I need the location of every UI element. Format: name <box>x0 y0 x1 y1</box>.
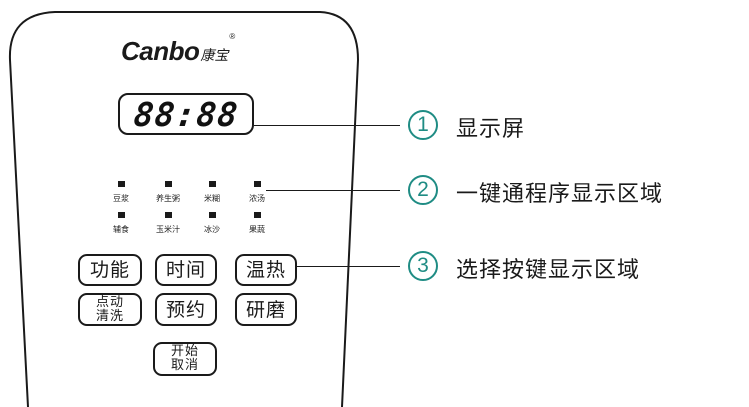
indicator-led <box>164 212 172 218</box>
program-label: 玉米汁 <box>156 225 180 234</box>
start-cancel-label-line2: 取消 <box>170 358 199 373</box>
program-label: 养生粥 <box>156 194 180 203</box>
brand-latin: Canbo <box>121 36 200 66</box>
program-indicator-fruit-veg[interactable]: 果蔬 <box>232 212 282 235</box>
indicator-led <box>208 212 216 218</box>
warm-button-label: 温热 <box>245 259 286 281</box>
program-indicator-porridge[interactable]: 养生粥 <box>143 181 193 204</box>
function-button[interactable]: 功能 <box>78 254 142 286</box>
function-button-label: 功能 <box>89 259 130 281</box>
program-indicator-baby-food[interactable]: 辅食 <box>96 212 146 235</box>
program-indicator-smoothie[interactable]: 冰沙 <box>187 212 237 235</box>
display-digits: 88:88 <box>131 94 241 134</box>
indicator-led <box>253 181 261 187</box>
grind-button[interactable]: 研磨 <box>235 293 297 326</box>
indicator-led <box>164 181 172 187</box>
grind-button-label: 研磨 <box>245 298 286 321</box>
program-indicator-corn-juice[interactable]: 玉米汁 <box>143 212 193 235</box>
indicator-led <box>253 212 261 218</box>
reserve-button[interactable]: 预约 <box>155 293 217 326</box>
pulse-clean-label-line1: 点动 <box>95 294 124 310</box>
indicator-led <box>117 212 125 218</box>
display-screen: 88:88 <box>118 93 254 135</box>
program-label: 辅食 <box>113 225 129 234</box>
time-button[interactable]: 时间 <box>155 254 217 286</box>
program-indicator-thick-soup[interactable]: 浓汤 <box>232 181 282 204</box>
registered-mark: ® <box>229 32 236 41</box>
warm-button[interactable]: 温热 <box>235 254 297 286</box>
time-button-label: 时间 <box>165 259 206 281</box>
callout-line-keys <box>297 266 400 267</box>
callout-label-programs: 一键通程序显示区域 <box>456 182 664 207</box>
pulse-clean-button[interactable]: 点动 清洗 <box>78 293 142 326</box>
callout-label-display: 显示屏 <box>456 117 526 142</box>
start-cancel-label-line1: 开始 <box>170 344 199 359</box>
program-indicator-rice-paste[interactable]: 米糊 <box>187 181 237 204</box>
callout-line-display <box>254 125 400 126</box>
reserve-button-label: 预约 <box>165 298 206 321</box>
program-indicator-soy-milk[interactable]: 豆浆 <box>96 181 146 204</box>
brand-logo: Canbo康宝® <box>121 32 235 67</box>
start-cancel-button[interactable]: 开始 取消 <box>153 342 217 376</box>
pulse-clean-label-line2: 清洗 <box>95 308 124 324</box>
program-label: 米糊 <box>204 194 220 203</box>
indicator-led <box>208 181 216 187</box>
program-label: 冰沙 <box>204 225 220 234</box>
program-label: 浓汤 <box>249 194 265 203</box>
program-label: 豆浆 <box>113 194 129 203</box>
callout-number-2: 2 <box>408 175 438 205</box>
program-label: 果蔬 <box>249 225 265 234</box>
callout-label-keys: 选择按键显示区域 <box>456 258 641 283</box>
callout-number-1: 1 <box>408 110 438 140</box>
callout-line-programs <box>266 190 400 191</box>
brand-chinese: 康宝 <box>200 47 229 63</box>
callout-number-3: 3 <box>408 251 438 281</box>
indicator-led <box>117 181 125 187</box>
